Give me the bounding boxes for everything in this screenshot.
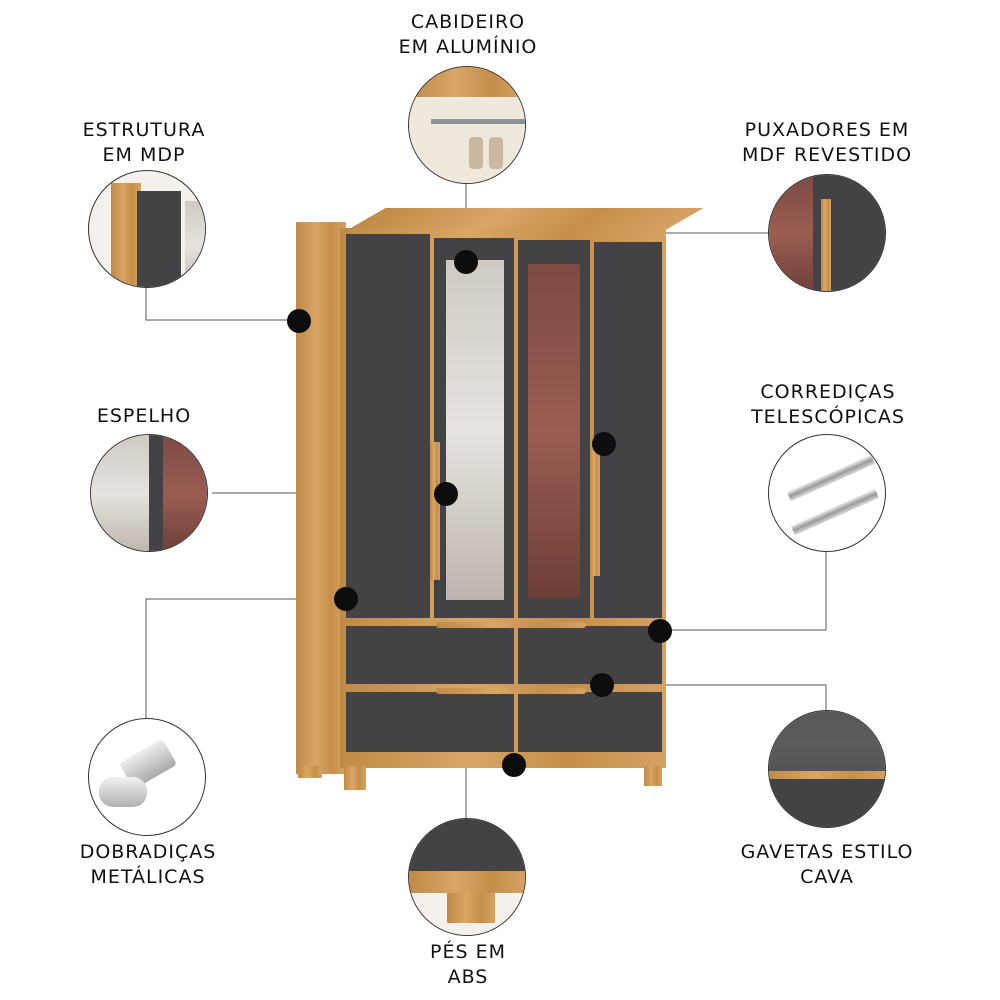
- drawer-4: [518, 692, 662, 752]
- dot-pes: [502, 753, 526, 777]
- drawer-1: [346, 626, 514, 684]
- drawer-2: [518, 626, 662, 684]
- mirror-left: [446, 260, 504, 600]
- line-estrutura: [145, 275, 298, 321]
- foot-left: [344, 766, 366, 790]
- dot-dobradicas: [334, 587, 358, 611]
- dot-espelho: [434, 482, 458, 506]
- foot-right: [644, 766, 662, 786]
- foot-back: [298, 766, 322, 778]
- line-dobradicas: [145, 598, 346, 718]
- door-1: [346, 234, 430, 618]
- dot-cabideiro: [454, 250, 478, 274]
- detail-corredicas: [768, 434, 886, 552]
- mirror-right: [528, 264, 580, 598]
- detail-gavetas: [768, 710, 886, 828]
- dot-puxadores: [592, 432, 616, 456]
- handle-left: [430, 442, 440, 580]
- detail-pes: [408, 818, 526, 936]
- handle-right: [590, 442, 600, 576]
- wardrobe-side: [296, 222, 346, 774]
- door-4: [594, 242, 662, 618]
- detail-cabideiro: [408, 66, 526, 184]
- drawer-3: [346, 692, 514, 752]
- dot-corredicas: [648, 619, 672, 643]
- dot-gavetas: [590, 673, 614, 697]
- detail-puxadores: [768, 174, 886, 292]
- detail-estrutura: [88, 170, 206, 288]
- detail-espelho: [90, 434, 208, 552]
- dot-estrutura: [287, 309, 311, 333]
- label-espelho: ESPELHO: [96, 405, 192, 427]
- line-corredicas: [660, 550, 827, 631]
- drawer-cava-1: [436, 622, 586, 628]
- drawer-cava-2: [436, 688, 586, 694]
- detail-dobradicas: [88, 718, 206, 836]
- wardrobe: [296, 208, 704, 790]
